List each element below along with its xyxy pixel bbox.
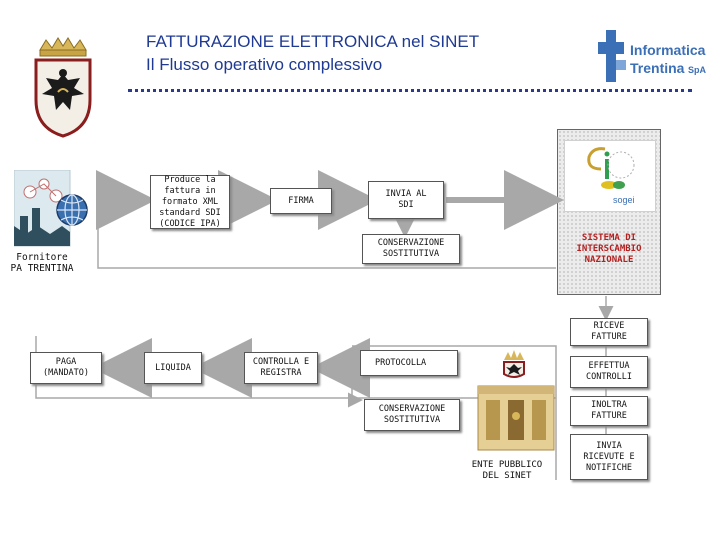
inoltra-line-2: FATTURE [591, 411, 627, 421]
invia-ricevute-line-2: RICEVUTE E [583, 451, 635, 462]
protocolla-box: PROTOCOLLA [360, 350, 458, 376]
line-fornitore-bracket [97, 176, 556, 269]
inoltra-line-1: INOLTRA [591, 400, 627, 410]
sogei-text: sogei [613, 195, 635, 205]
paga-box: PAGA (MANDATO) [30, 352, 102, 384]
conservazione-bottom-box: CONSERVAZIONE SOSTITUTIVA [364, 399, 460, 431]
invia-ricevute-line-1: INVIA [596, 440, 622, 451]
sogei-logo: sogei [564, 140, 656, 212]
fornitore-label-line1: Fornitore [16, 252, 68, 263]
page-title: FATTURAZIONE ELETTRONICA nel SINET [146, 32, 480, 51]
produce-line-5: (CODICE IPA) [159, 218, 221, 229]
effettua-line-1: EFFETTUA [588, 361, 630, 371]
company-name-line1: Informatica [630, 42, 706, 58]
paga-line-1: PAGA [55, 357, 77, 367]
controlla-line-1: CONTROLLA E [252, 357, 310, 367]
ente-label-line2: DEL SINET [482, 471, 532, 481]
produce-line-2: fattura in [164, 185, 216, 196]
produce-line-3: formato XML [161, 196, 219, 207]
fornitore-label-line2: PA TRENTINA [10, 263, 74, 274]
protocolla-label: PROTOCOLLA [375, 357, 427, 368]
ente-label-line1: ENTE PUBBLICO [471, 460, 543, 470]
company-suffix: SpA [688, 65, 706, 75]
conservazione-top-line-2: SOSTITUTIVA [382, 249, 440, 259]
inoltra-fatture-box: INOLTRA FATTURE [570, 396, 648, 426]
sdi-mark-icon [587, 147, 635, 189]
paga-line-2: (MANDATO) [42, 368, 90, 378]
sdi-label: SISTEMA DI INTERSCAMBIO NAZIONALE [558, 233, 660, 266]
ente-building-icon [477, 350, 555, 451]
ente-label: ENTE PUBBLICO DEL SINET [458, 460, 556, 482]
sdi-label-line2: INTERSCAMBIO [576, 244, 642, 254]
firma-box: FIRMA [270, 188, 332, 214]
conservazione-bottom-line-2: SOSTITUTIVA [383, 415, 441, 425]
effettua-controlli-box: EFFETTUA CONTROLLI [570, 356, 648, 388]
informatica-trentina-mark-icon [598, 30, 626, 82]
sdi-label-line1: SISTEMA DI [581, 233, 637, 243]
sdi-label-line3: NAZIONALE [584, 255, 634, 265]
liquida-box: LIQUIDA [144, 352, 202, 384]
invia-ricevute-box: INVIA RICEVUTE E NOTIFICHE [570, 434, 648, 480]
line-protocolla-frame [352, 345, 557, 480]
coat-of-arms-logo [34, 37, 92, 138]
produce-line-4: standard SDI [159, 207, 221, 218]
riceve-fatture-box: RICEVE FATTURE [570, 318, 648, 346]
invia-line-2: SDI [398, 200, 414, 210]
company-name-line2: Trentina [630, 60, 685, 76]
fornitore-label: Fornitore PA TRENTINA [2, 252, 82, 274]
riceve-line-2: FATTURE [591, 332, 627, 342]
produce-line-1: Produce la [164, 174, 216, 185]
invia-sdi-box: INVIA AL SDI [368, 181, 444, 219]
controlla-line-2: REGISTRA [260, 368, 302, 378]
firma-label: FIRMA [288, 195, 314, 206]
informatica-trentina-logo: Informatica Trentina SpA [598, 30, 708, 86]
riceve-line-1: RICEVE [593, 321, 625, 331]
produce-fattura-box: Produce la fattura in formato XML standa… [150, 175, 230, 229]
arrow-protocolla-conservazione [348, 370, 363, 408]
factory-globe-icon [14, 170, 88, 247]
controlla-registra-box: CONTROLLA E REGISTRA [244, 352, 318, 384]
conservazione-top-box: CONSERVAZIONE SOSTITUTIVA [362, 234, 460, 264]
page-subtitle: Il Flusso operativo complessivo [146, 55, 383, 74]
conservazione-top-line-1: CONSERVAZIONE [377, 238, 445, 248]
conservazione-bottom-line-1: CONSERVAZIONE [378, 404, 446, 414]
invia-ricevute-line-3: NOTIFICHE [585, 462, 633, 473]
liquida-label: LIQUIDA [155, 362, 191, 373]
header-divider [128, 89, 692, 92]
effettua-line-2: CONTROLLI [585, 372, 633, 382]
invia-line-1: INVIA AL [385, 189, 427, 199]
